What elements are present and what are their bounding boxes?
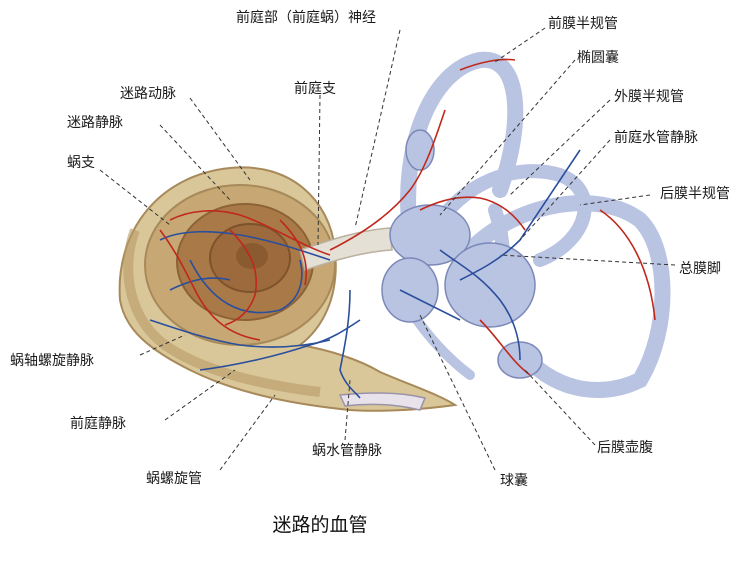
lateral-canal-tube	[423, 164, 592, 267]
labyrinth-artery-net-1	[459, 58, 516, 71]
leader-modiolar-spiral-vein	[139, 334, 186, 356]
label-cochlear-branch: 蜗支	[67, 155, 95, 171]
label-vestibular-aqueduct-vein: 前庭水管静脉	[614, 130, 698, 146]
leader-posterior-canal	[579, 194, 651, 206]
label-vestibular-nerve: 前庭部（前庭蜗）神经	[236, 10, 376, 26]
label-vestibular-branch: 前庭支	[294, 81, 336, 97]
label-labyrinthine-artery: 迷路动脉	[120, 86, 176, 102]
vestibule-sac	[444, 242, 536, 328]
labyrinth-artery-net-3	[599, 209, 656, 321]
leader-lateral-canal	[509, 99, 611, 196]
label-utricle: 椭圆囊	[577, 50, 619, 66]
label-cochlear-aqueduct-vein: 蜗水管静脉	[312, 443, 382, 459]
leader-posterior-ampulla	[524, 369, 596, 446]
label-labyrinthine-vein: 迷路静脉	[67, 115, 123, 131]
label-posterior-ampulla: 后膜壶腹	[597, 440, 653, 456]
label-vestibular-vein: 前庭静脉	[70, 416, 126, 432]
label-common-crus: 总膜脚	[679, 261, 721, 277]
leader-vestibular-vein	[164, 369, 236, 421]
leader-labyrinthine-vein	[159, 124, 231, 201]
leader-cochlear-aqueduct-vein	[344, 379, 351, 441]
figure-caption: 迷路的血管	[272, 514, 368, 536]
arteries	[159, 58, 656, 376]
label-anterior-canal: 前膜半规管	[548, 16, 618, 32]
leader-cochlear-branch	[99, 169, 171, 226]
saccule-sac	[381, 257, 439, 323]
vestibular-vein	[199, 319, 361, 371]
leader-lines	[99, 27, 676, 471]
leader-anterior-canal	[494, 27, 546, 63]
label-saccule: 球囊	[500, 473, 528, 489]
cochlear-aqueduct-tube	[338, 392, 427, 411]
vestibular-branch	[329, 109, 446, 251]
modiolar-spiral-vein	[149, 319, 331, 348]
cochlea-apex	[236, 243, 268, 269]
labyrinth-vein-net-2	[399, 289, 461, 321]
leader-utricle	[439, 59, 576, 216]
leader-labyrinthine-artery	[189, 97, 251, 181]
labyrinth-vein-net-1	[439, 249, 521, 361]
leader-vestibular-aqueduct-vein	[519, 139, 611, 241]
posterior-canal-tube	[462, 195, 671, 398]
label-modiolar-spiral-vein: 蜗轴螺旋静脉	[10, 353, 94, 369]
leader-common-crus	[499, 254, 676, 266]
cochlea-outer-rim	[123, 228, 321, 397]
leader-saccule	[419, 314, 496, 471]
label-cochlear-duct: 蜗螺旋管	[146, 471, 202, 487]
cochlea-artery-net-1	[224, 229, 257, 326]
leader-vestibular-nerve	[354, 29, 401, 229]
cochlea-artery-net-2	[279, 219, 307, 286]
labyrinth-artery-net-4	[479, 319, 531, 376]
cochlear-aqueduct-vein	[339, 289, 361, 399]
vestibular-nerve-bundle	[299, 227, 393, 271]
cochlear-branch	[159, 229, 261, 341]
label-lateral-canal: 外膜半规管	[614, 89, 684, 105]
cochlea-vein-net-2	[169, 277, 231, 291]
labyrinth-artery-net-2	[419, 196, 526, 231]
membranous-sacs	[381, 129, 543, 379]
cochlea-vein-net-1	[189, 259, 303, 314]
labyrinthine-vein	[159, 230, 331, 261]
label-posterior-canal: 后膜半规管	[660, 186, 730, 202]
anterior-ampulla-sac	[405, 129, 435, 171]
labyrinthine-artery	[169, 210, 331, 256]
leader-cochlear-duct	[219, 394, 276, 471]
